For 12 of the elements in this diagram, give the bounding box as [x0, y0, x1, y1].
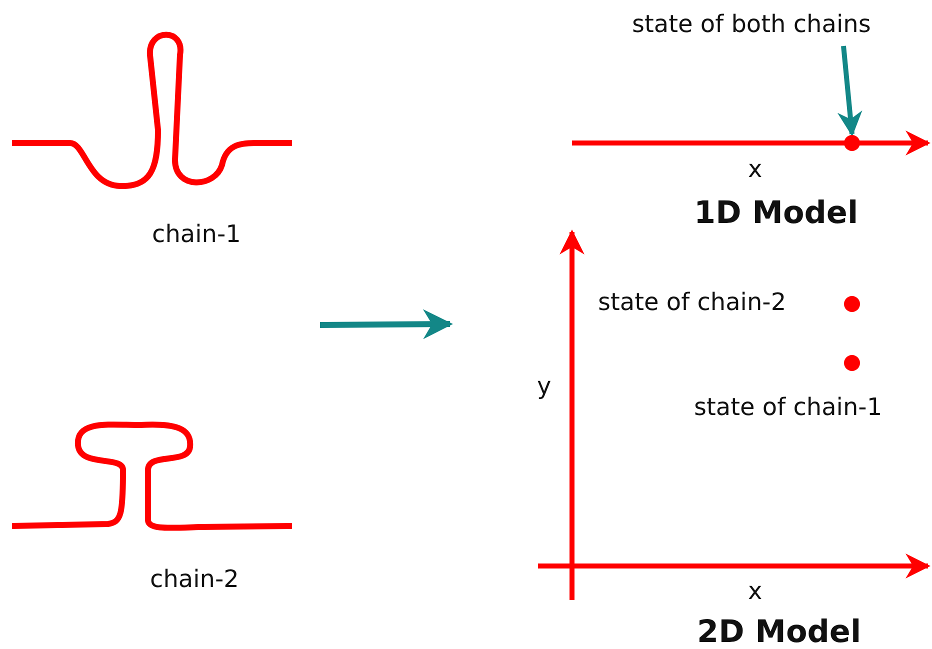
axis-label: x	[748, 155, 762, 184]
model-title: 2D Model	[697, 614, 862, 649]
annotation-text: state of chain-2	[598, 288, 786, 317]
leader-arrow	[837, 46, 862, 136]
part-label: chain-1	[152, 220, 241, 249]
axis-label: x	[748, 577, 762, 606]
annotation-text: state of both chains	[632, 10, 871, 39]
annotation-text: state of chain-1	[694, 393, 882, 422]
state-dot	[844, 135, 860, 151]
part-label: chain-2	[150, 565, 239, 594]
axis-label: y	[537, 372, 552, 401]
model-title: 1D Model	[694, 195, 858, 232]
